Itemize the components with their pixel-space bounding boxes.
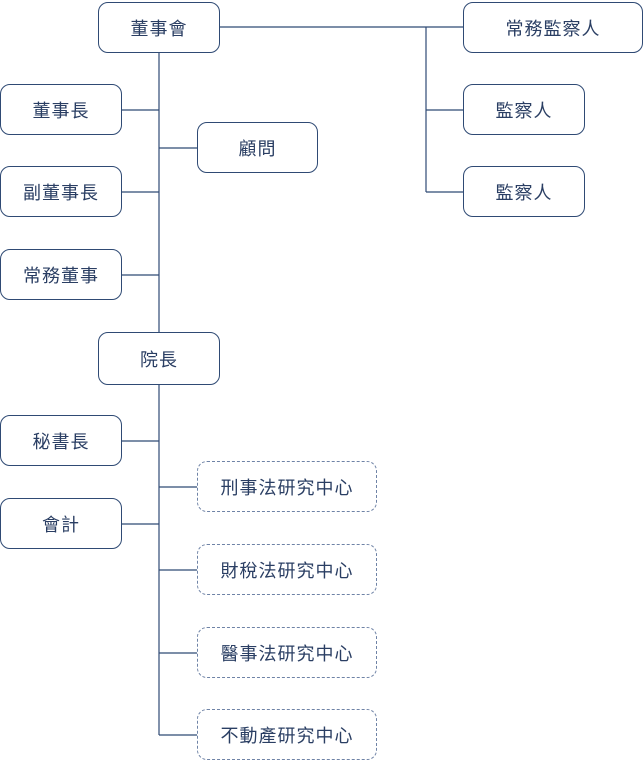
vice-chairman-node: 副董事長: [0, 166, 122, 217]
accounting-node: 會計: [0, 498, 122, 549]
chairman-node: 董事長: [0, 84, 122, 135]
secretary-general-node: 秘書長: [0, 415, 122, 466]
board-node: 董事會: [98, 2, 220, 53]
criminal-law-research-center-node: 刑事法研究中心: [197, 461, 377, 512]
supervisor-node-1: 監察人: [463, 84, 585, 135]
advisor-node: 顧問: [197, 122, 318, 173]
supervisor-node-2: 監察人: [463, 166, 585, 217]
managing-director-node: 常務董事: [0, 249, 122, 300]
real-estate-research-center-node: 不動產研究中心: [197, 709, 377, 760]
standing-supervisor-node: 常務監察人: [463, 2, 643, 53]
medical-law-research-center-node: 醫事法研究中心: [197, 627, 377, 678]
tax-law-research-center-node: 財稅法研究中心: [197, 544, 377, 595]
president-node: 院長: [98, 332, 220, 385]
